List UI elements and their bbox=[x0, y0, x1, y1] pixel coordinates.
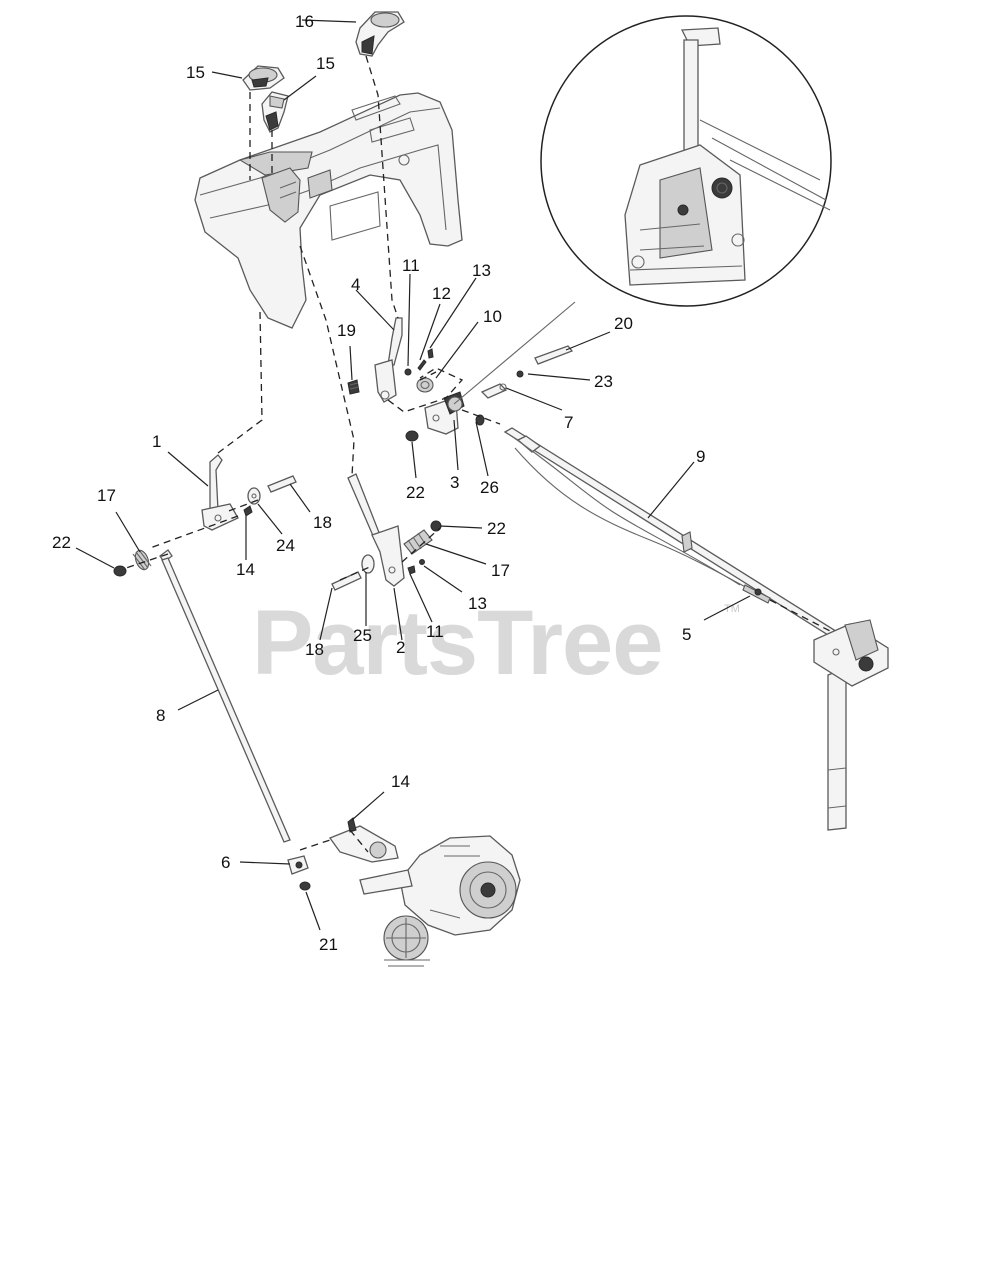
callout-14-upper: 14 bbox=[236, 560, 255, 579]
callout-13-upper: 13 bbox=[472, 261, 491, 280]
callout-8: 8 bbox=[156, 706, 165, 725]
small-parts-center bbox=[407, 559, 425, 575]
pedal-15-right bbox=[261, 91, 289, 133]
washer-25 bbox=[361, 554, 375, 574]
callout-7: 7 bbox=[564, 413, 573, 432]
callout-2: 2 bbox=[396, 638, 405, 657]
clip-23 bbox=[516, 370, 524, 378]
clip-14-lower bbox=[347, 817, 357, 833]
callout-22-center: 22 bbox=[487, 519, 506, 538]
callout-5: 5 bbox=[682, 625, 691, 644]
dash-console bbox=[194, 92, 463, 329]
callout-14-lower: 14 bbox=[391, 772, 410, 791]
callout-18-lower: 18 bbox=[305, 640, 324, 659]
rod-end-6 bbox=[287, 855, 309, 875]
transaxle-assembly bbox=[328, 825, 521, 967]
bushing-10 bbox=[416, 377, 434, 393]
callout-16: 16 bbox=[295, 12, 314, 31]
pedal-16 bbox=[355, 11, 405, 57]
bolt-18-lower bbox=[331, 571, 362, 591]
lever-4 bbox=[374, 317, 403, 403]
callout-18-upper: 18 bbox=[313, 513, 332, 532]
callout-26: 26 bbox=[480, 478, 499, 497]
callout-22-left: 22 bbox=[52, 533, 71, 552]
callout-10: 10 bbox=[483, 307, 502, 326]
leader-lines bbox=[75, 19, 751, 931]
pin-7 bbox=[480, 383, 508, 399]
lever-2 bbox=[347, 473, 405, 587]
spring-17-left bbox=[132, 549, 152, 571]
bolt-18-upper bbox=[267, 475, 297, 493]
support-post bbox=[813, 619, 889, 831]
pin-20 bbox=[534, 345, 574, 365]
pedal-15-left bbox=[242, 65, 285, 91]
callout-17-left: 17 bbox=[97, 486, 116, 505]
nut-21 bbox=[299, 881, 311, 891]
callout-6: 6 bbox=[221, 853, 230, 872]
rod-8 bbox=[159, 549, 291, 843]
callout-11-lower: 11 bbox=[426, 622, 444, 641]
callout-15-left: 15 bbox=[186, 63, 205, 82]
clip-14-upper bbox=[243, 505, 253, 517]
callout-23: 23 bbox=[594, 372, 613, 391]
nut-22-center bbox=[430, 520, 442, 532]
callout-3: 3 bbox=[450, 473, 459, 492]
callout-22-upper: 22 bbox=[406, 483, 425, 502]
assembly-lines bbox=[125, 55, 833, 853]
spring-17-center bbox=[403, 529, 433, 555]
nut-22-left bbox=[113, 565, 127, 577]
callout-20: 20 bbox=[614, 314, 633, 333]
inset-detail bbox=[540, 15, 832, 307]
callout-24: 24 bbox=[276, 536, 295, 555]
callout-17-center: 17 bbox=[491, 561, 510, 580]
callout-13-lower: 13 bbox=[468, 594, 487, 613]
callout-4: 4 bbox=[351, 275, 360, 294]
callout-9: 9 bbox=[696, 447, 705, 466]
inset-leader-line bbox=[453, 301, 576, 405]
callout-12: 12 bbox=[432, 284, 451, 303]
small-parts-upper bbox=[347, 348, 485, 442]
callout-11-upper: 11 bbox=[402, 256, 420, 275]
callout-1: 1 bbox=[152, 432, 161, 451]
callout-19: 19 bbox=[337, 321, 356, 340]
watermark-tm: TM bbox=[724, 603, 740, 615]
callout-labels: 16 15 15 4 11 13 12 10 19 20 23 7 9 22 3… bbox=[52, 12, 705, 954]
callout-21: 21 bbox=[319, 935, 338, 954]
callout-15-right: 15 bbox=[316, 54, 335, 73]
callout-25: 25 bbox=[353, 626, 372, 645]
watermark-text: PartsTree bbox=[252, 592, 662, 694]
lever-1 bbox=[201, 454, 239, 531]
